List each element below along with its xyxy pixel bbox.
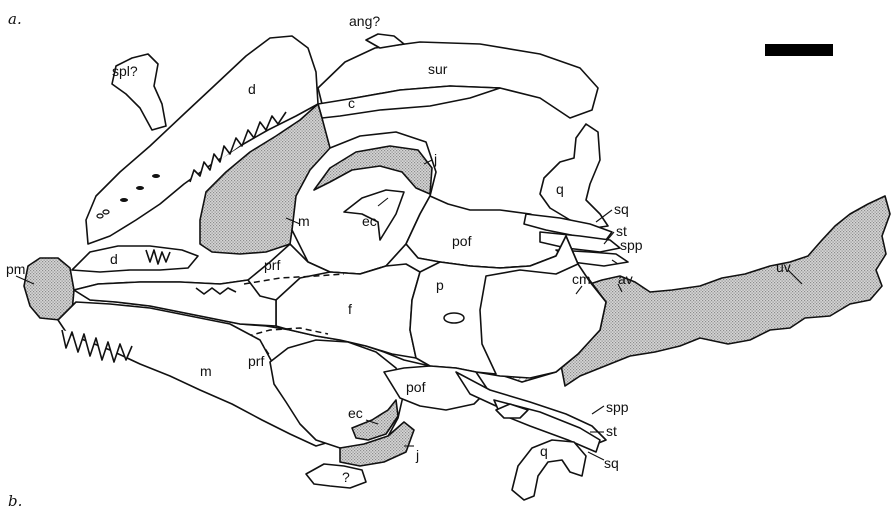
label-pm: pm <box>6 261 25 277</box>
label-d-upper: d <box>248 81 256 97</box>
label-m-lower: m <box>200 363 212 379</box>
label-j-upper: j <box>433 151 437 167</box>
label-spl: spl? <box>112 63 138 79</box>
label-sur: sur <box>428 61 448 77</box>
panel-label-a: a. <box>8 10 22 28</box>
label-sq-lower: sq <box>604 455 619 471</box>
label-pof-upper: pof <box>452 233 472 249</box>
label-ec-upper: ec <box>362 213 377 229</box>
label-f: f <box>348 301 352 317</box>
dentary-lower <box>72 246 198 272</box>
vertebrae-region <box>560 196 890 386</box>
quadrate-upper <box>540 124 608 228</box>
label-ec-lower: ec <box>348 405 363 421</box>
label-m-upper: m <box>298 213 310 229</box>
label-d-lower: d <box>110 251 118 267</box>
unknown-fragment <box>306 464 366 488</box>
label-unknown: ? <box>342 469 350 485</box>
dentary-lower-teeth <box>146 250 170 264</box>
label-q-upper: q <box>556 181 564 197</box>
label-uv: uv <box>776 259 791 275</box>
label-p: p <box>436 277 444 293</box>
label-av: av <box>618 271 633 287</box>
label-ang: ang? <box>349 13 380 29</box>
label-c: c <box>348 95 355 111</box>
label-spp-upper: spp <box>620 237 643 253</box>
dentary-foramen-2 <box>136 186 144 190</box>
scale-bar <box>765 44 833 56</box>
label-j-lower: j <box>415 447 419 463</box>
label-st-lower: st <box>606 423 617 439</box>
label-pof-lower: pof <box>406 379 426 395</box>
label-q-lower: q <box>540 443 548 459</box>
dentary-foramen-1 <box>120 198 128 202</box>
label-cm: cm <box>572 271 591 287</box>
label-sq-upper: sq <box>614 201 629 217</box>
parietal-foramen <box>444 313 464 323</box>
dentary-foramen-3 <box>152 174 160 178</box>
label-spp-lower: spp <box>606 399 629 415</box>
label-prf-upper: prf <box>264 257 280 273</box>
panel-label-b: b. <box>8 492 22 510</box>
quadrate-lower <box>512 440 586 500</box>
label-prf-lower: prf <box>248 353 264 369</box>
